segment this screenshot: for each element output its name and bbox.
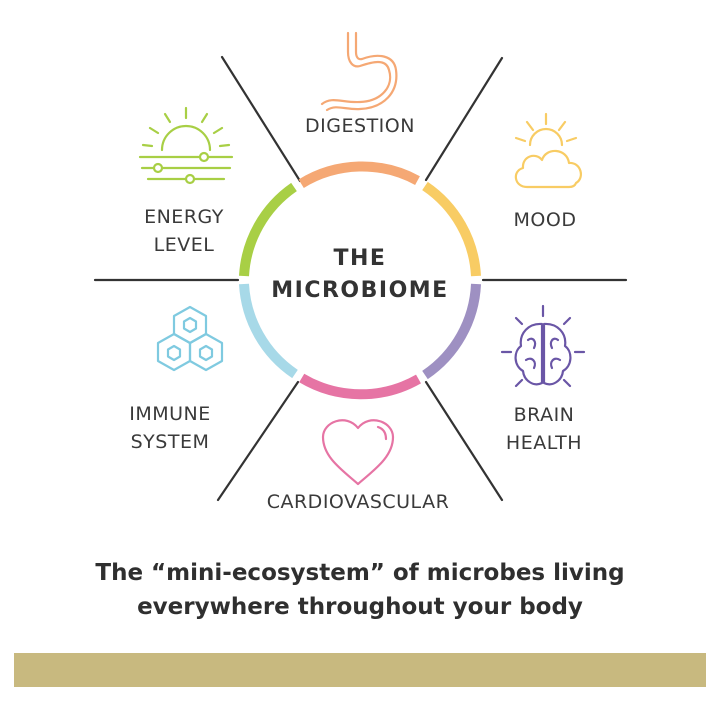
label-immune-system: IMMUNE SYSTEM [110, 400, 230, 456]
stomach-icon [320, 31, 398, 112]
label-brain-health-line2: HEALTH [505, 432, 583, 454]
ring-segment-cardiovascular [299, 373, 421, 400]
center-title-line1: THE [333, 246, 387, 271]
heart-icon [321, 419, 395, 486]
center-title: THE MICROBIOME [235, 243, 485, 307]
label-energy-level-line1: ENERGY [144, 206, 224, 228]
divider-line-lower-right [424, 380, 504, 502]
brain-icon [500, 304, 586, 388]
label-energy-level: ENERGY LEVEL [124, 203, 244, 259]
label-immune-system-line2: SYSTEM [130, 431, 210, 453]
caption: The “mini-ecosystem” of microbes living … [20, 556, 700, 624]
divider-line-lower-left [216, 380, 300, 502]
label-digestion: DIGESTION [280, 112, 440, 140]
label-brain-health-line1: BRAIN [513, 404, 575, 426]
label-cardiovascular: CARDIOVASCULAR [238, 488, 478, 516]
sunrise-sliders-icon [138, 106, 234, 185]
label-energy-level-line2: LEVEL [153, 234, 215, 256]
label-immune-system-line1: IMMUNE [129, 403, 211, 425]
ring-segment-digestion [298, 161, 420, 188]
divider-line-upper-left [220, 55, 302, 183]
hexagon-molecule-icon [156, 305, 224, 372]
label-digestion-text: DIGESTION [305, 115, 415, 137]
caption-line1: The “mini-ecosystem” of microbes living [95, 560, 625, 586]
ring-segment-energy-level [239, 182, 297, 277]
caption-line2: everywhere throughout your body [137, 594, 583, 620]
ring-segment-immune-system [239, 283, 298, 379]
label-mood-text: MOOD [513, 209, 577, 231]
divider-line-upper-right [424, 56, 504, 182]
decorative-band [14, 653, 706, 687]
ring-segment-mood [422, 181, 481, 277]
ring-segment-brain-health [422, 283, 481, 380]
divider-lines [93, 55, 628, 502]
sun-cloud-icon [514, 112, 582, 189]
ring [239, 161, 481, 400]
label-brain-health: BRAIN HEALTH [484, 401, 604, 457]
label-cardiovascular-text: CARDIOVASCULAR [266, 491, 450, 513]
label-mood: MOOD [490, 206, 600, 234]
center-title-line2: MICROBIOME [271, 278, 449, 303]
